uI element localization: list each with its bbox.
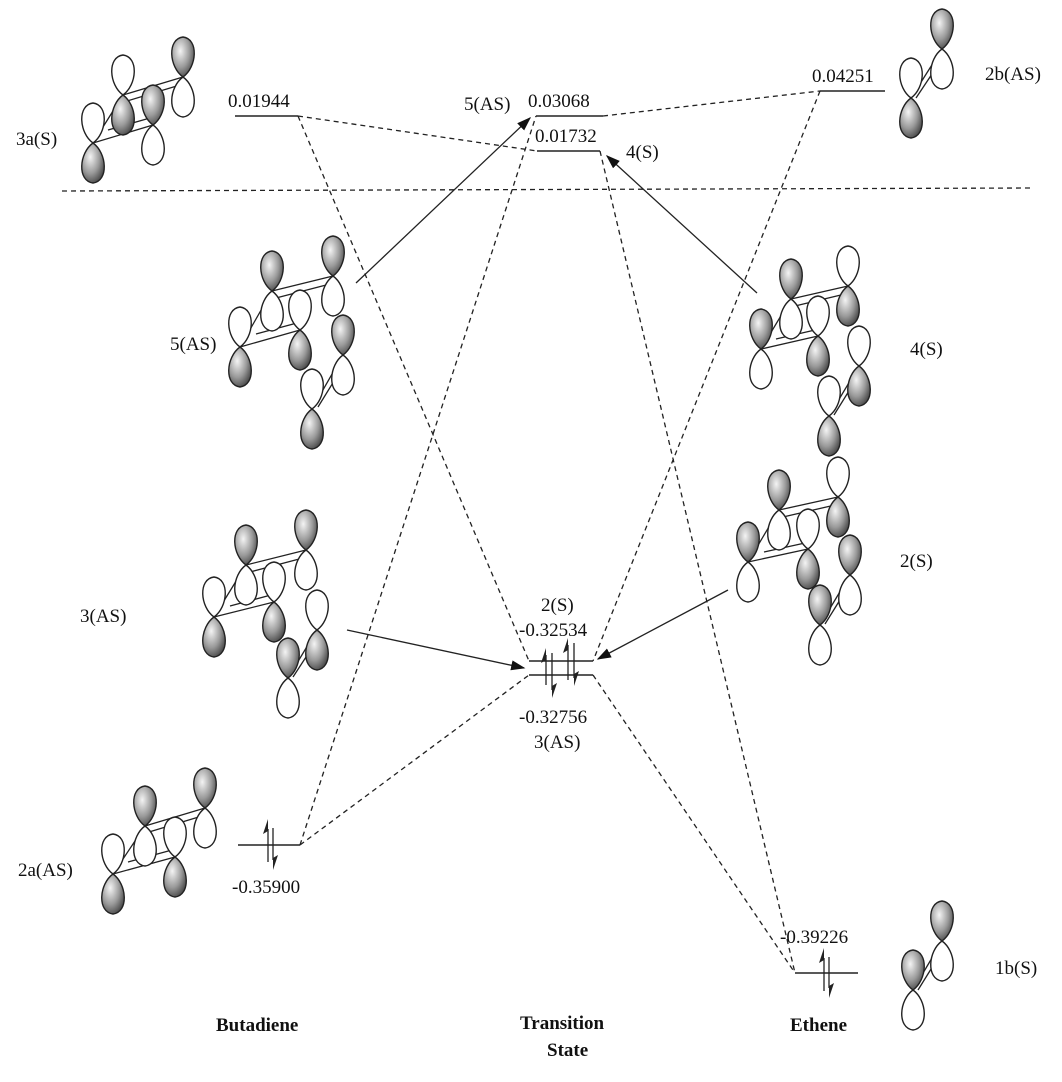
corr-2a-ts5 bbox=[299, 115, 537, 846]
column-label-butadiene: Butadiene bbox=[216, 1015, 298, 1036]
arrow-3AS-to-ts3 bbox=[346, 629, 526, 671]
corr-ts3-1b bbox=[592, 674, 796, 974]
label-ethene-2b: 2b(AS) bbox=[985, 64, 1041, 85]
column-label-ts-line2: State bbox=[547, 1040, 588, 1061]
corr-3a-ts4 bbox=[297, 115, 538, 152]
arrow-4S-to-ts4 bbox=[605, 155, 758, 294]
orbital-ethene-1b bbox=[901, 900, 954, 1031]
energy-ts3: -0.32756 bbox=[519, 707, 587, 728]
label-ts-4S-picture: 4(S) bbox=[910, 339, 943, 360]
energy-3a: 0.01944 bbox=[228, 91, 290, 112]
corr-2a-ts3 bbox=[299, 674, 530, 846]
butadiene-levels: 0.01944 -0.35900 bbox=[228, 91, 300, 898]
electron-pair-2a bbox=[263, 819, 278, 870]
label-ts5: 5(AS) bbox=[464, 94, 510, 115]
energy-2a: -0.35900 bbox=[232, 877, 300, 898]
corr-2b-ts5 bbox=[602, 90, 821, 117]
label-butadiene-3a: 3a(S) bbox=[16, 129, 57, 150]
label-ts3: 3(AS) bbox=[534, 732, 580, 753]
electron-pair-1b bbox=[819, 948, 834, 998]
corr-2b-ts2 bbox=[592, 90, 821, 662]
orbital-ts-2S bbox=[736, 456, 862, 666]
label-butadiene-2a: 2a(AS) bbox=[18, 860, 73, 881]
energy-ts4: 0.01732 bbox=[535, 126, 597, 147]
label-ts-3AS-picture: 3(AS) bbox=[80, 606, 126, 627]
homo-lumo-separator bbox=[61, 187, 1033, 192]
orbital-ethene-2b bbox=[899, 8, 954, 139]
label-ethene-1b: 1b(S) bbox=[995, 958, 1037, 979]
label-ts4: 4(S) bbox=[626, 142, 659, 163]
energy-ts5: 0.03068 bbox=[528, 91, 590, 112]
orbital-ts-5AS bbox=[228, 235, 355, 450]
label-ts-2S-picture: 2(S) bbox=[900, 551, 933, 572]
orbital-ts-4S bbox=[749, 245, 871, 457]
column-label-ethene: Ethene bbox=[790, 1015, 847, 1036]
column-label-ts-line1: Transition bbox=[520, 1013, 605, 1034]
orbital-arrows bbox=[346, 117, 758, 671]
orbital-butadiene-3a bbox=[81, 36, 195, 184]
energy-ts2: -0.32534 bbox=[519, 620, 588, 641]
correlation-lines bbox=[297, 90, 821, 974]
corr-ts4-1b bbox=[599, 150, 796, 974]
arrow-5AS-to-ts5 bbox=[355, 117, 532, 284]
ethene-levels: 0.04251 -0.39226 bbox=[780, 66, 885, 998]
label-ts2: 2(S) bbox=[541, 595, 574, 616]
arrow-2S-to-ts2 bbox=[596, 589, 729, 660]
orbital-butadiene-2a bbox=[101, 767, 217, 915]
electron-pairs-ts bbox=[541, 638, 579, 698]
ts-levels: 0.03068 5(AS) 0.01732 4(S) 2(S) -0.32534… bbox=[464, 91, 659, 753]
orbital-ts-3AS bbox=[202, 509, 329, 719]
label-ts-5AS-picture: 5(AS) bbox=[170, 334, 216, 355]
energy-2b: 0.04251 bbox=[812, 66, 874, 87]
energy-1b: -0.39226 bbox=[780, 927, 848, 948]
corr-3a-ts2 bbox=[297, 115, 530, 662]
